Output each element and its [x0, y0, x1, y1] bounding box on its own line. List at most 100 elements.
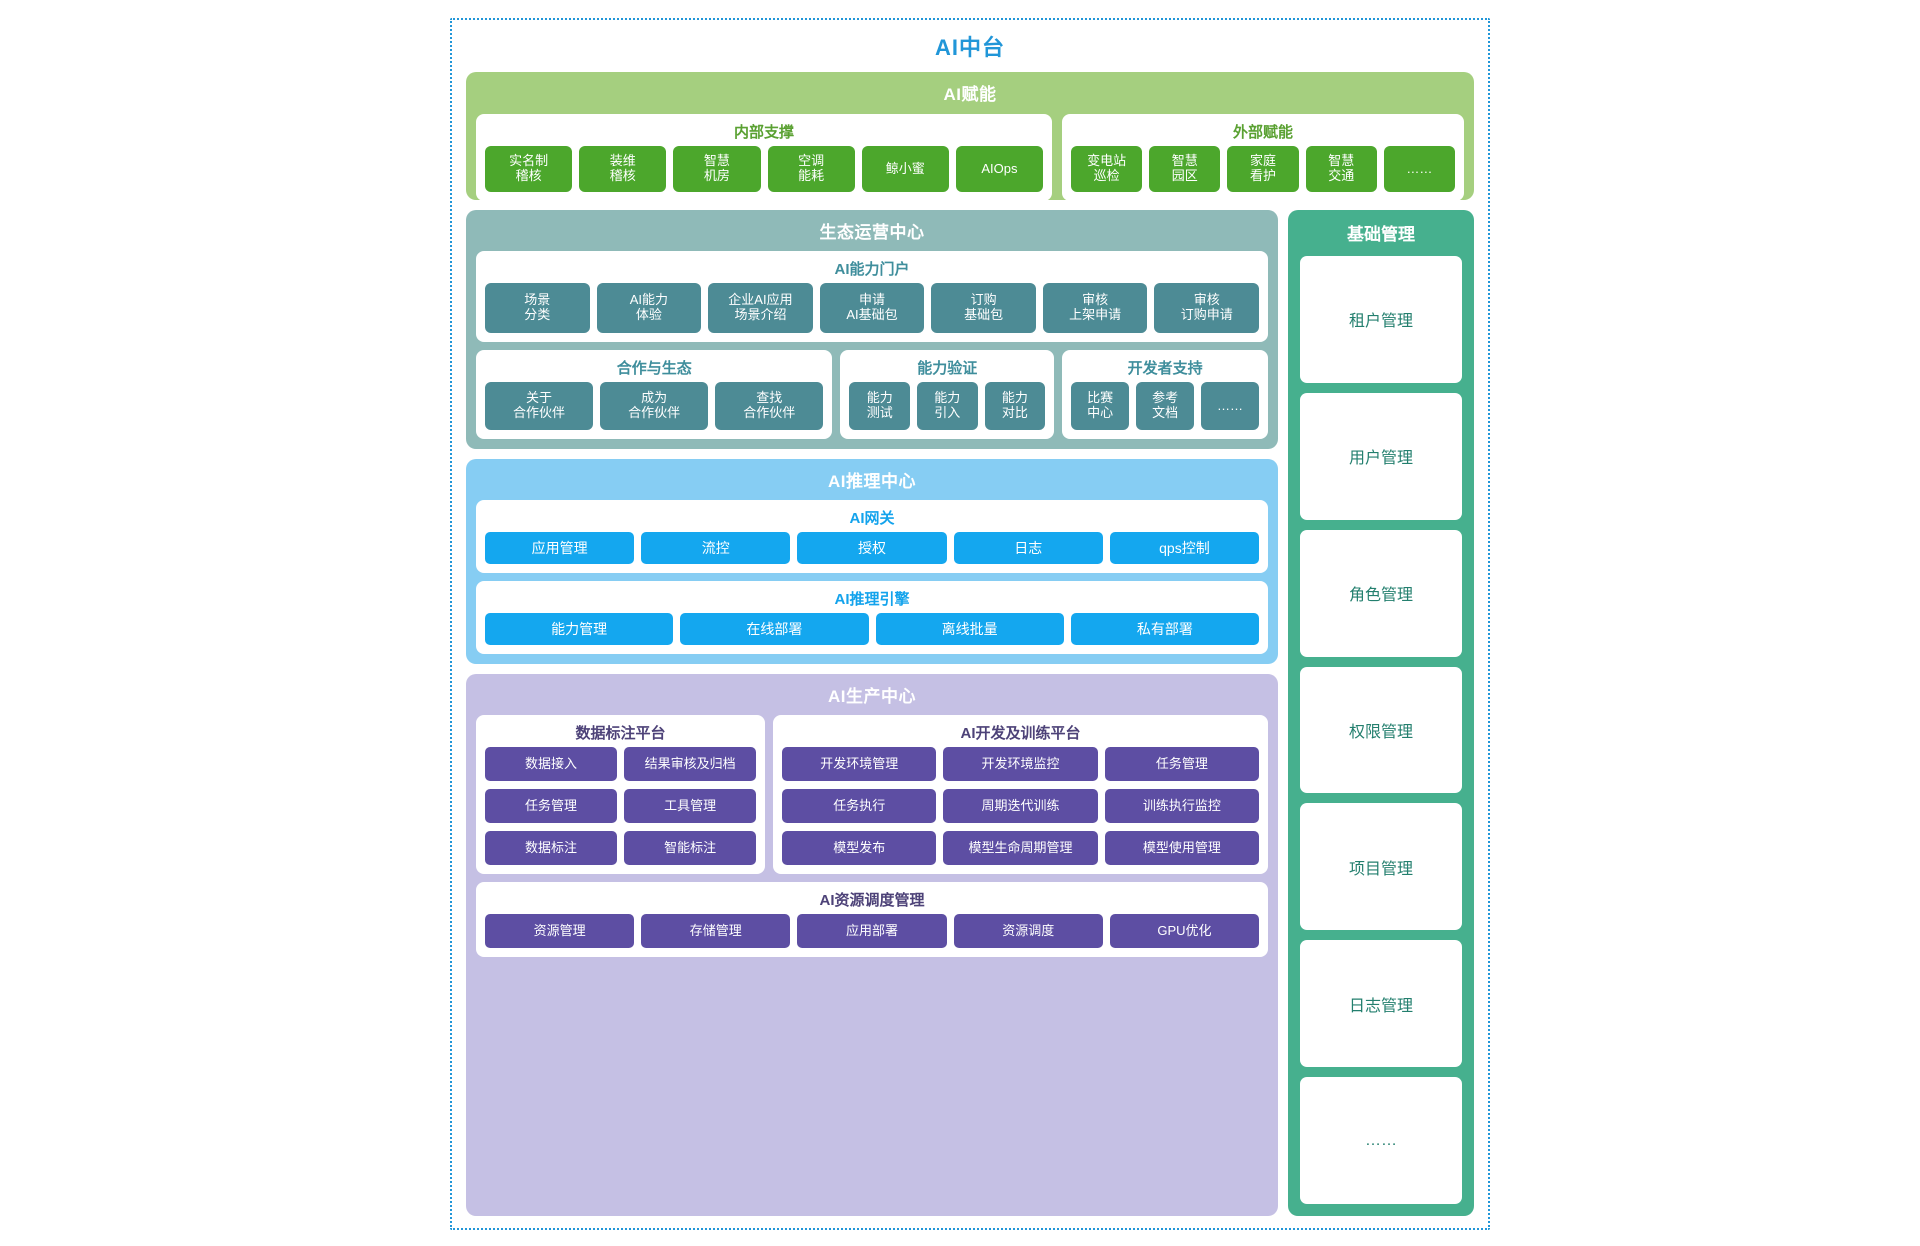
chip-external-4[interactable]: …… — [1383, 146, 1456, 192]
base-management-list: 租户管理 用户管理 角色管理 权限管理 项目管理 日志管理 …… — [1300, 256, 1462, 1205]
chip-internal-3[interactable]: 空调 能耗 — [767, 146, 855, 192]
chip-training-0-0[interactable]: 开发环境管理 — [782, 747, 937, 781]
capability-portal-chip-row: 场景 分类 AI能力 体验 企业AI应用 场景介绍 申请 AI基础包 订购 基础… — [485, 283, 1260, 333]
chip-training-1-1[interactable]: 周期迭代训练 — [943, 789, 1098, 823]
chip-internal-5[interactable]: AIOps — [955, 146, 1044, 192]
section-ecosystem-operations: 生态运营中心 AI能力门户 场景 分类 AI能力 体验 企业AI应用 场景介绍 … — [466, 210, 1278, 449]
production-body: 数据标注平台 数据接入 结果审核及归档 任务管理 工具管理 — [476, 715, 1268, 874]
chip-external-3[interactable]: 智慧 交通 — [1305, 146, 1377, 192]
chip-scheduling-3[interactable]: 资源调度 — [953, 914, 1103, 948]
ai-capability-portal-panel: AI能力门户 场景 分类 AI能力 体验 企业AI应用 场景介绍 申请 AI基础… — [476, 251, 1268, 342]
external-enablement-chip-row: 变电站 巡检 智慧 园区 家庭 看护 智慧 交通 …… — [1071, 146, 1456, 192]
chip-internal-1[interactable]: 装维 稽核 — [579, 146, 667, 192]
chip-internal-0[interactable]: 实名制 稽核 — [485, 146, 573, 192]
chip-validation-2[interactable]: 能力 对比 — [984, 382, 1046, 430]
sidebar-title-base-management: 基础管理 — [1347, 225, 1415, 244]
training-row-0: 开发环境管理 开发环境监控 任务管理 — [782, 747, 1260, 781]
sidebar-item-log-management[interactable]: 日志管理 — [1300, 940, 1462, 1068]
chip-scheduling-2[interactable]: 应用部署 — [797, 914, 947, 948]
sidebar-base-management: 基础管理 租户管理 用户管理 角色管理 权限管理 项目管理 日志管理 …… — [1288, 210, 1474, 1216]
chip-cooperation-2[interactable]: 查找 合作伙伴 — [715, 382, 824, 430]
capability-validation-panel: 能力验证 能力 测试 能力 引入 能力 对比 — [840, 350, 1055, 439]
ai-platform-frame: AI中台 AI赋能 内部支撑 实名制 稽核 装维 稽核 智慧 机房 空调 能耗 … — [450, 18, 1490, 1230]
group-title-cooperation: 合作与生态 — [616, 360, 692, 377]
chip-gateway-4[interactable]: qps控制 — [1109, 532, 1260, 564]
chip-developer-0[interactable]: 比赛 中心 — [1071, 382, 1130, 430]
chip-labeling-1-0[interactable]: 任务管理 — [485, 789, 618, 823]
group-title-ai-training: AI开发及训练平台 — [960, 725, 1081, 742]
chip-labeling-2-1[interactable]: 智能标注 — [624, 831, 757, 865]
chip-scheduling-1[interactable]: 存储管理 — [641, 914, 791, 948]
group-title-developer-support: 开发者支持 — [1127, 360, 1203, 377]
chip-developer-1[interactable]: 参考 文档 — [1136, 382, 1195, 430]
developer-support-panel: 开发者支持 比赛 中心 参考 文档 …… — [1062, 350, 1268, 439]
chip-scheduling-4[interactable]: GPU优化 — [1109, 914, 1260, 948]
chip-internal-2[interactable]: 智慧 机房 — [673, 146, 761, 192]
validation-chip-row: 能力 测试 能力 引入 能力 对比 — [849, 382, 1046, 430]
ecosystem-secondary-row: 合作与生态 关于 合作伙伴 成为 合作伙伴 查找 合作伙伴 能力验证 能力 测试 — [476, 350, 1268, 439]
chip-external-0[interactable]: 变电站 巡检 — [1071, 146, 1143, 192]
chip-training-1-0[interactable]: 任务执行 — [782, 789, 937, 823]
chip-training-0-2[interactable]: 任务管理 — [1104, 747, 1260, 781]
chip-portal-0[interactable]: 场景 分类 — [485, 283, 590, 333]
labeling-row-0: 数据接入 结果审核及归档 — [485, 747, 757, 781]
chip-gateway-0[interactable]: 应用管理 — [485, 532, 635, 564]
chip-gateway-3[interactable]: 日志 — [953, 532, 1103, 564]
sidebar-item-permission-management[interactable]: 权限管理 — [1300, 666, 1462, 794]
chip-validation-1[interactable]: 能力 引入 — [917, 382, 978, 430]
middle-area: 生态运营中心 AI能力门户 场景 分类 AI能力 体验 企业AI应用 场景介绍 … — [466, 210, 1474, 1216]
chip-labeling-1-1[interactable]: 工具管理 — [624, 789, 757, 823]
left-column: 生态运营中心 AI能力门户 场景 分类 AI能力 体验 企业AI应用 场景介绍 … — [466, 210, 1278, 1216]
cooperation-panel: 合作与生态 关于 合作伙伴 成为 合作伙伴 查找 合作伙伴 — [476, 350, 833, 439]
chip-external-2[interactable]: 家庭 看护 — [1227, 146, 1299, 192]
resource-scheduling-chip-row: 资源管理 存储管理 应用部署 资源调度 GPU优化 — [485, 914, 1260, 948]
chip-cooperation-0[interactable]: 关于 合作伙伴 — [485, 382, 594, 430]
group-internal-support: 内部支撑 实名制 稽核 装维 稽核 智慧 机房 空调 能耗 鲸小蜜 AIOps — [476, 114, 1052, 201]
ai-gateway-chip-row: 应用管理 流控 授权 日志 qps控制 — [485, 532, 1260, 564]
chip-training-0-1[interactable]: 开发环境监控 — [943, 747, 1098, 781]
sidebar-item-tenant-management[interactable]: 租户管理 — [1300, 256, 1462, 383]
chip-labeling-0-0[interactable]: 数据接入 — [485, 747, 618, 781]
labeling-row-2: 数据标注 智能标注 — [485, 831, 757, 865]
chip-labeling-2-0[interactable]: 数据标注 — [485, 831, 618, 865]
chip-training-2-1[interactable]: 模型生命周期管理 — [943, 831, 1098, 865]
ai-training-platform-panel: AI开发及训练平台 开发环境管理 开发环境监控 任务管理 任务执行 周期迭代训练 — [773, 715, 1268, 874]
chip-training-2-0[interactable]: 模型发布 — [782, 831, 937, 865]
labeling-row-1: 任务管理 工具管理 — [485, 789, 757, 823]
group-title-resource-scheduling: AI资源调度管理 — [819, 892, 925, 909]
chip-validation-0[interactable]: 能力 测试 — [849, 382, 910, 430]
chip-engine-1[interactable]: 在线部署 — [680, 613, 869, 645]
chip-gateway-1[interactable]: 流控 — [641, 532, 791, 564]
chip-portal-1[interactable]: AI能力 体验 — [596, 283, 702, 333]
chip-training-2-2[interactable]: 模型使用管理 — [1104, 831, 1260, 865]
chip-external-1[interactable]: 智慧 园区 — [1149, 146, 1221, 192]
cooperation-chip-row: 关于 合作伙伴 成为 合作伙伴 查找 合作伙伴 — [485, 382, 824, 430]
section-title-ecosystem-operations: 生态运营中心 — [819, 223, 925, 242]
chip-portal-3[interactable]: 申请 AI基础包 — [819, 283, 925, 333]
chip-labeling-0-1[interactable]: 结果审核及归档 — [624, 747, 757, 781]
sidebar-item-project-management[interactable]: 项目管理 — [1300, 803, 1462, 931]
chip-scheduling-0[interactable]: 资源管理 — [485, 914, 635, 948]
chip-gateway-2[interactable]: 授权 — [797, 532, 947, 564]
chip-training-1-2[interactable]: 训练执行监控 — [1104, 789, 1260, 823]
group-title-data-labeling: 数据标注平台 — [575, 725, 666, 742]
chip-engine-3[interactable]: 私有部署 — [1070, 613, 1259, 645]
enablement-body: 内部支撑 实名制 稽核 装维 稽核 智慧 机房 空调 能耗 鲸小蜜 AIOps — [476, 114, 1464, 201]
chip-portal-4[interactable]: 订购 基础包 — [931, 283, 1036, 333]
sidebar-item-user-management[interactable]: 用户管理 — [1300, 392, 1462, 520]
chip-portal-5[interactable]: 审核 上架申请 — [1042, 283, 1148, 333]
ai-gateway-panel: AI网关 应用管理 流控 授权 日志 qps控制 — [476, 500, 1268, 573]
sidebar-item-more[interactable]: …… — [1300, 1077, 1462, 1205]
group-title-inference-engine: AI推理引擎 — [834, 591, 910, 608]
group-title-internal-support: 内部支撑 — [733, 124, 794, 141]
sidebar-item-role-management[interactable]: 角色管理 — [1300, 529, 1462, 657]
chip-portal-2[interactable]: 企业AI应用 场景介绍 — [708, 283, 813, 333]
section-title-ai-inference-center: AI推理中心 — [828, 472, 916, 491]
chip-portal-6[interactable]: 审核 订购申请 — [1154, 283, 1260, 333]
chip-developer-2[interactable]: …… — [1201, 382, 1259, 430]
chip-cooperation-1[interactable]: 成为 合作伙伴 — [600, 382, 709, 430]
chip-internal-4[interactable]: 鲸小蜜 — [861, 146, 949, 192]
internal-support-chip-row: 实名制 稽核 装维 稽核 智慧 机房 空调 能耗 鲸小蜜 AIOps — [485, 146, 1044, 192]
chip-engine-2[interactable]: 离线批量 — [875, 613, 1064, 645]
chip-engine-0[interactable]: 能力管理 — [485, 613, 674, 645]
